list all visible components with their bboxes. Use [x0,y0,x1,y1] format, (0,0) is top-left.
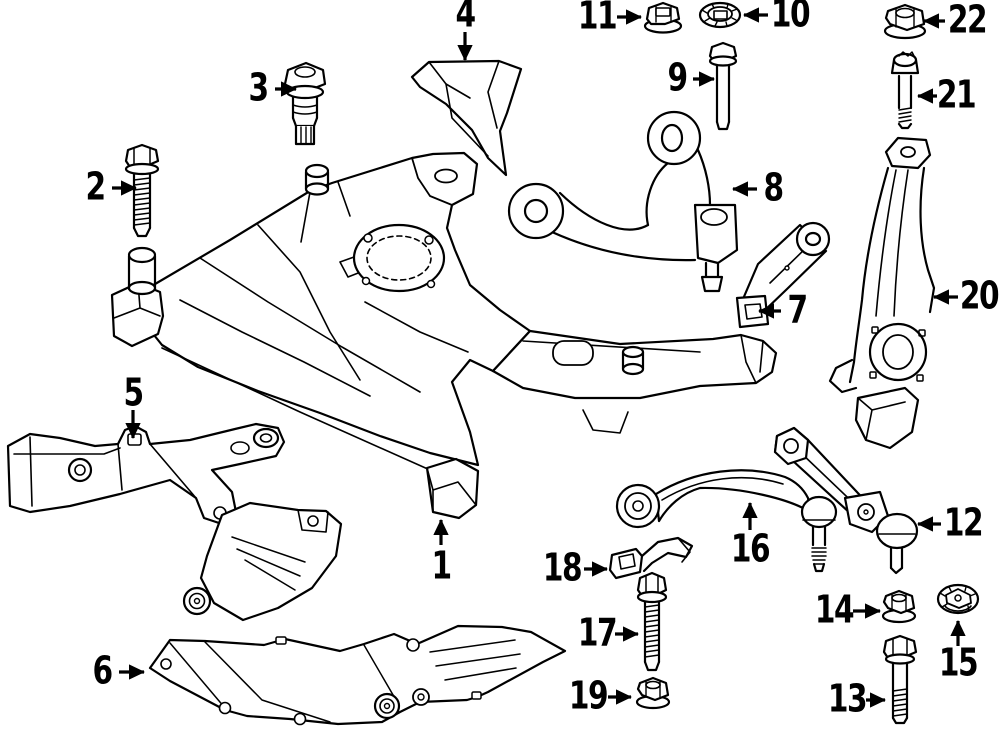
callout-label-18[interactable]: 18 [542,545,583,590]
callout-label-10[interactable]: 10 [770,0,811,36]
callout-label-5[interactable]: 5 [123,370,144,415]
part-nut-14-drawing [881,589,917,624]
part-heat-shield-bracket-drawing [410,59,523,177]
part-lower-control-arm-rear-drawing [773,426,919,575]
callout-label-4[interactable]: 4 [455,0,476,36]
callout-label-1[interactable]: 1 [431,543,452,588]
callout-label-21[interactable]: 21 [936,72,977,117]
part-link-arm-drawing [735,221,831,329]
callout-label-9[interactable]: 9 [667,55,688,100]
callout-label-17[interactable]: 17 [577,610,618,655]
part-crossmember-brace-drawing [6,422,286,526]
part-nut-10-drawing [698,1,742,29]
callout-label-12[interactable]: 12 [943,500,984,545]
part-subframe-drawing [110,151,778,520]
callout-label-6[interactable]: 6 [92,648,113,693]
part-steering-knuckle-drawing [828,136,936,450]
part-clamp-bracket-drawing [608,536,694,580]
part-bolt-13-drawing [882,634,918,725]
part-bolt-9-drawing [708,41,738,131]
callout-label-2[interactable]: 2 [85,164,106,209]
callout-label-13[interactable]: 13 [827,676,868,721]
callout-label-8[interactable]: 8 [763,165,784,210]
callout-label-22[interactable]: 22 [947,0,988,42]
part-nut-22-drawing [883,3,927,40]
part-lower-control-arm-front-drawing [615,469,838,573]
part-bolt-2-drawing [124,143,160,238]
part-skid-plate-drawing [148,501,567,726]
callout-label-16[interactable]: 16 [730,526,771,571]
part-nut-15-drawing [936,583,980,615]
part-bolt-17-drawing [636,571,668,672]
callout-label-7[interactable]: 7 [787,287,808,332]
callout-label-20[interactable]: 20 [959,273,1000,318]
part-upper-control-arm-drawing [507,110,739,293]
callout-label-14[interactable]: 14 [814,587,855,632]
part-nut-11-drawing [643,1,683,34]
callout-label-11[interactable]: 11 [577,0,618,38]
callout-label-3[interactable]: 3 [248,65,269,110]
part-bolt-21-drawing [890,51,920,130]
callout-label-19[interactable]: 19 [568,673,609,718]
callout-label-15[interactable]: 15 [938,640,979,685]
part-nut-19-drawing [635,676,671,710]
